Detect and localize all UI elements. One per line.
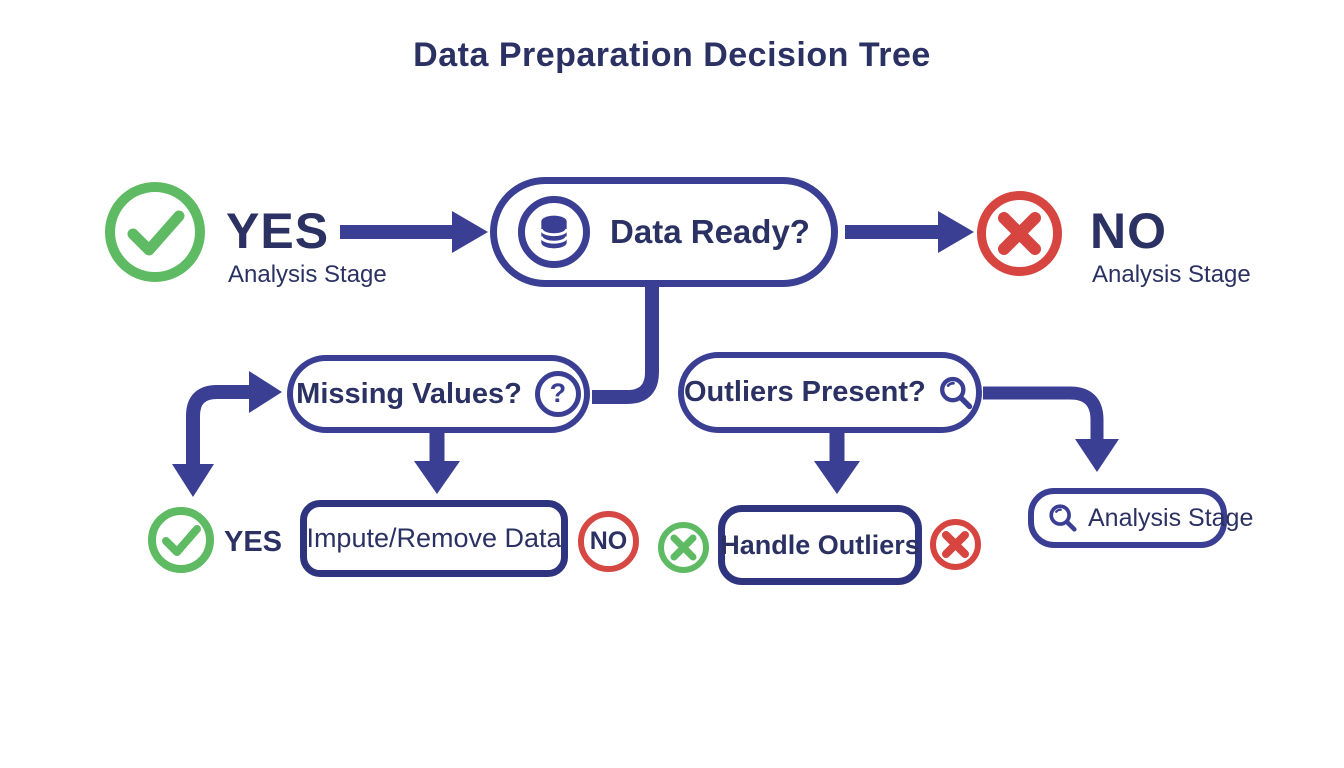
node-data-ready: Data Ready? <box>490 177 838 287</box>
no-leaf-label: NO <box>589 527 628 555</box>
yes-branch-label: YES <box>226 203 330 259</box>
connectors <box>172 211 1119 497</box>
node-impute-label: Impute/Remove Data <box>306 523 562 553</box>
connector-outliers-to-analysis <box>983 386 1119 472</box>
check-circle-small-icon <box>148 507 214 573</box>
node-handle-outliers-label: Handle Outliers <box>720 529 920 560</box>
connector-dataready-to-missing <box>592 286 659 404</box>
node-data-ready-label: Data Ready? <box>610 213 810 250</box>
check-circle-icon <box>105 182 205 282</box>
node-analysis-stage-label: Analysis Stage <box>1088 503 1254 532</box>
arrow-outliers-to-handle <box>814 432 860 494</box>
x-circle-red-small-icon <box>930 519 981 570</box>
node-outliers-present: Outliers Present? <box>678 352 982 433</box>
no-leaf-badge: NO <box>578 511 639 572</box>
magnifier-icon <box>1049 504 1077 532</box>
arrow-yes-to-dataready <box>340 211 488 253</box>
no-branch-sublabel: Analysis Stage <box>1092 261 1251 288</box>
node-analysis-stage: Analysis Stage <box>1028 488 1253 548</box>
x-circle-green-icon <box>658 522 709 573</box>
page-title: Data Preparation Decision Tree <box>413 36 931 74</box>
node-handle-outliers: Handle Outliers <box>718 505 922 585</box>
yes-branch-sublabel: Analysis Stage <box>228 261 387 288</box>
magnifier-icon <box>939 376 972 409</box>
x-circle-icon <box>977 191 1062 276</box>
no-branch-label: NO <box>1090 203 1167 259</box>
arrow-missing-to-impute <box>414 432 460 494</box>
database-icon <box>518 196 591 268</box>
node-outliers-label: Outliers Present? <box>684 376 926 408</box>
node-missing-values: Missing Values? ? <box>287 355 590 433</box>
arrow-dataready-to-no <box>845 211 974 253</box>
question-icon: ? <box>534 371 581 417</box>
yes-leaf-label: YES <box>224 526 283 558</box>
connector-missing-yes-elbow <box>172 371 282 497</box>
node-impute-remove: Impute/Remove Data <box>300 500 568 577</box>
node-missing-values-label: Missing Values? <box>296 377 522 410</box>
